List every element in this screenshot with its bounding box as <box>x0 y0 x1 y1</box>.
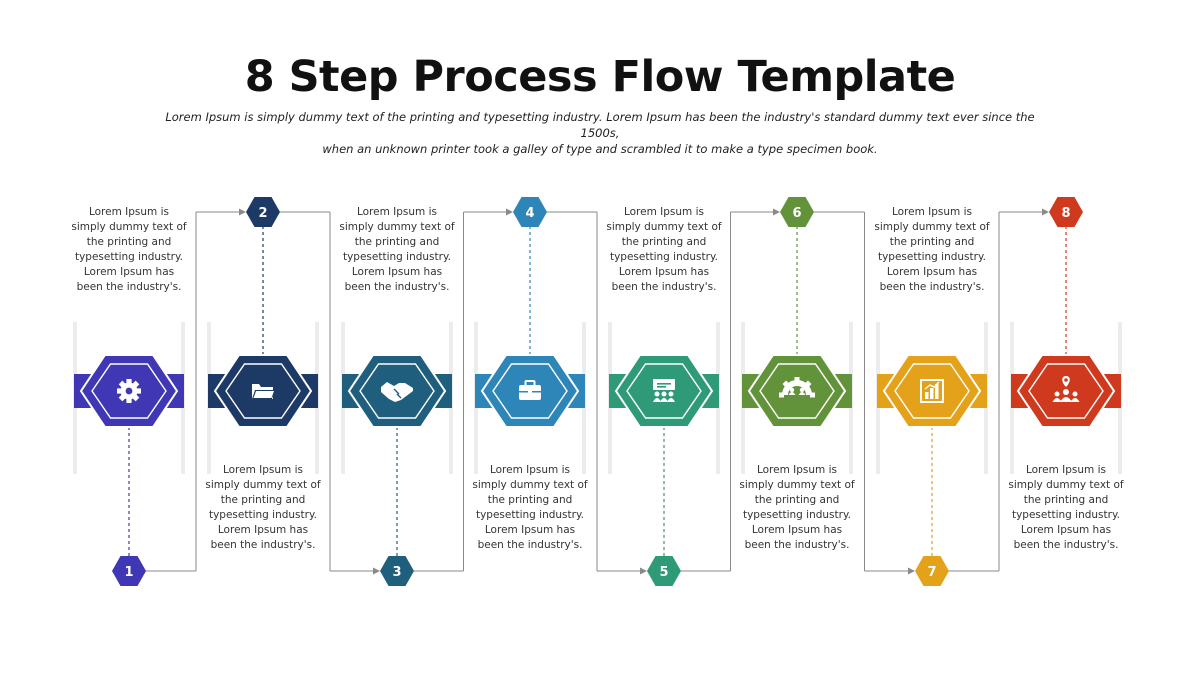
step-1-number: 1 <box>124 565 133 580</box>
location-people-icon <box>1052 376 1080 402</box>
step-2-badge <box>246 197 280 227</box>
step-4-badge <box>513 197 547 227</box>
step-3-badge <box>380 556 414 586</box>
step-3-hexagon-outline <box>359 363 435 419</box>
step-8-number: 8 <box>1061 206 1070 221</box>
step-5-badge <box>647 556 681 586</box>
step-4-number: 4 <box>525 206 534 221</box>
step-2-description: Lorem Ipsum is simply dummy text of the … <box>205 464 321 551</box>
step-6-number: 6 <box>792 206 801 221</box>
step-6-badge <box>780 197 814 227</box>
step-5-description: Lorem Ipsum is simply dummy text of the … <box>606 206 722 293</box>
step-6-hexagon-outline <box>759 363 835 419</box>
page-subtitle: Lorem Ipsum is simply dummy text of the … <box>150 109 1050 157</box>
subtitle-line-2: when an unknown printer took a galley of… <box>322 142 878 156</box>
step-1-description: Lorem Ipsum is simply dummy text of the … <box>71 206 187 293</box>
step-4-hexagon-outline <box>492 363 568 419</box>
step-7-badge <box>915 556 949 586</box>
page-title: 8 Step Process Flow Template <box>244 52 956 102</box>
team-gear-icon <box>779 377 815 398</box>
step-7-description: Lorem Ipsum is simply dummy text of the … <box>874 206 990 293</box>
handshake-icon <box>381 382 413 402</box>
step-8-badge <box>1049 197 1083 227</box>
step-8-description: Lorem Ipsum is simply dummy text of the … <box>1008 464 1124 551</box>
presentation-icon <box>653 379 675 402</box>
step-3-description: Lorem Ipsum is simply dummy text of the … <box>339 206 455 293</box>
step-7-hexagon-outline <box>894 363 970 419</box>
step-6-description: Lorem Ipsum is simply dummy text of the … <box>739 464 855 551</box>
step-5-hexagon-outline <box>626 363 702 419</box>
step-3-number: 3 <box>392 565 401 580</box>
folder-icon <box>252 384 275 399</box>
step-5-hexagon <box>614 354 714 428</box>
step-2-hexagon-outline <box>225 363 301 419</box>
step-5-number: 5 <box>659 565 668 580</box>
step-1-badge <box>112 556 146 586</box>
step-4-description: Lorem Ipsum is simply dummy text of the … <box>472 464 588 551</box>
briefcase-icon <box>519 380 541 400</box>
step-2-number: 2 <box>258 206 267 221</box>
subtitle-line-1: Lorem Ipsum is simply dummy text of the … <box>165 110 1035 140</box>
bar-chart-icon <box>920 379 944 403</box>
step-8-hexagon-outline <box>1028 363 1104 419</box>
step-1-hexagon-outline <box>91 363 167 419</box>
step-7-number: 7 <box>927 565 936 580</box>
gear-icon <box>117 379 141 403</box>
